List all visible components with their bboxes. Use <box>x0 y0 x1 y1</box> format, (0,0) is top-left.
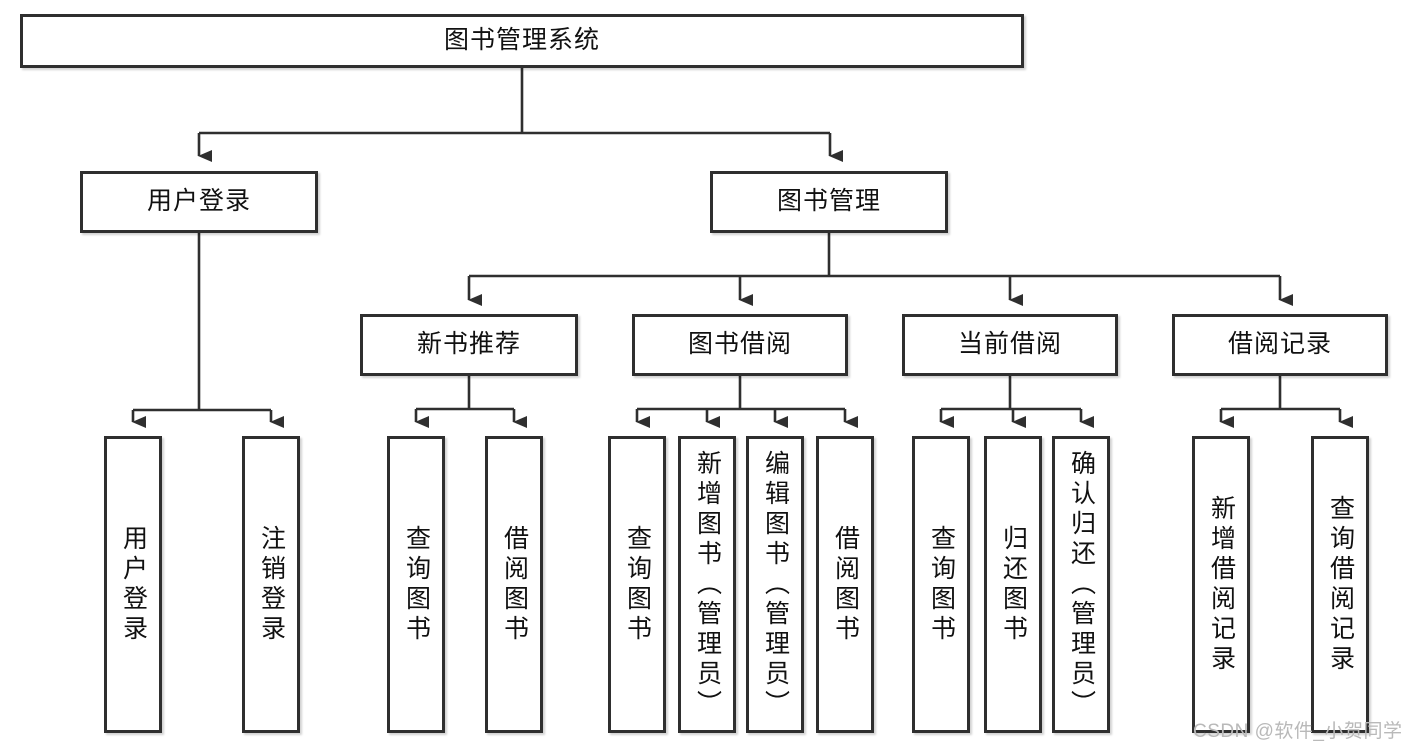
leaf-add-book-admin[interactable]: 新增图书（管理员） <box>678 436 736 733</box>
leaf-query-book-recommend-label: 查询图书 <box>402 524 431 645</box>
csdn-watermark: CSDN @软件_小贺同学 <box>1193 721 1403 742</box>
node-book-borrow-label: 图书借阅 <box>687 330 792 359</box>
node-new-book-recommend-label: 新书推荐 <box>416 330 521 359</box>
leaf-add-borrow-record-label: 新增借阅记录 <box>1207 494 1236 675</box>
leaf-query-borrow-record[interactable]: 查询借阅记录 <box>1311 436 1369 733</box>
leaf-query-book-recommend[interactable]: 查询图书 <box>387 436 445 733</box>
leaf-query-book-borrow[interactable]: 查询图书 <box>608 436 666 733</box>
leaf-borrow-book[interactable]: 借阅图书 <box>816 436 874 733</box>
node-book-manage[interactable]: 图书管理 <box>710 171 948 233</box>
leaf-query-book-borrow-label: 查询图书 <box>623 524 652 645</box>
leaf-return-book-label: 归还图书 <box>999 524 1028 645</box>
node-book-manage-label: 图书管理 <box>776 187 881 216</box>
leaf-user-login-label: 用户登录 <box>119 524 148 645</box>
leaf-query-book-current-label: 查询图书 <box>927 524 956 645</box>
node-borrow-record-label: 借阅记录 <box>1227 330 1332 359</box>
node-borrow-record[interactable]: 借阅记录 <box>1172 314 1388 376</box>
leaf-edit-book-admin[interactable]: 编辑图书（管理员） <box>746 436 804 733</box>
leaf-edit-book-admin-label: 编辑图书（管理员） <box>761 449 790 720</box>
leaf-user-logout[interactable]: 注销登录 <box>242 436 300 733</box>
leaf-add-book-admin-label: 新增图书（管理员） <box>693 449 722 720</box>
node-current-borrow-label: 当前借阅 <box>957 330 1062 359</box>
node-book-borrow[interactable]: 图书借阅 <box>632 314 848 376</box>
leaf-borrow-book-recommend[interactable]: 借阅图书 <box>485 436 543 733</box>
leaf-confirm-return-admin-label: 确认归还（管理员） <box>1067 449 1096 720</box>
node-root[interactable]: 图书管理系统 <box>20 14 1024 68</box>
node-current-borrow[interactable]: 当前借阅 <box>902 314 1118 376</box>
leaf-confirm-return-admin[interactable]: 确认归还（管理员） <box>1052 436 1110 733</box>
leaf-user-logout-label: 注销登录 <box>257 524 286 645</box>
leaf-query-borrow-record-label: 查询借阅记录 <box>1326 494 1355 675</box>
node-new-book-recommend[interactable]: 新书推荐 <box>360 314 578 376</box>
leaf-add-borrow-record[interactable]: 新增借阅记录 <box>1192 436 1250 733</box>
leaf-user-login[interactable]: 用户登录 <box>104 436 162 733</box>
node-root-label: 图书管理系统 <box>443 26 600 55</box>
leaf-query-book-current[interactable]: 查询图书 <box>912 436 970 733</box>
node-user-login[interactable]: 用户登录 <box>80 171 318 233</box>
node-user-login-label: 用户登录 <box>146 187 251 216</box>
leaf-return-book[interactable]: 归还图书 <box>984 436 1042 733</box>
leaf-borrow-book-recommend-label: 借阅图书 <box>500 524 529 645</box>
leaf-borrow-book-label: 借阅图书 <box>831 524 860 645</box>
